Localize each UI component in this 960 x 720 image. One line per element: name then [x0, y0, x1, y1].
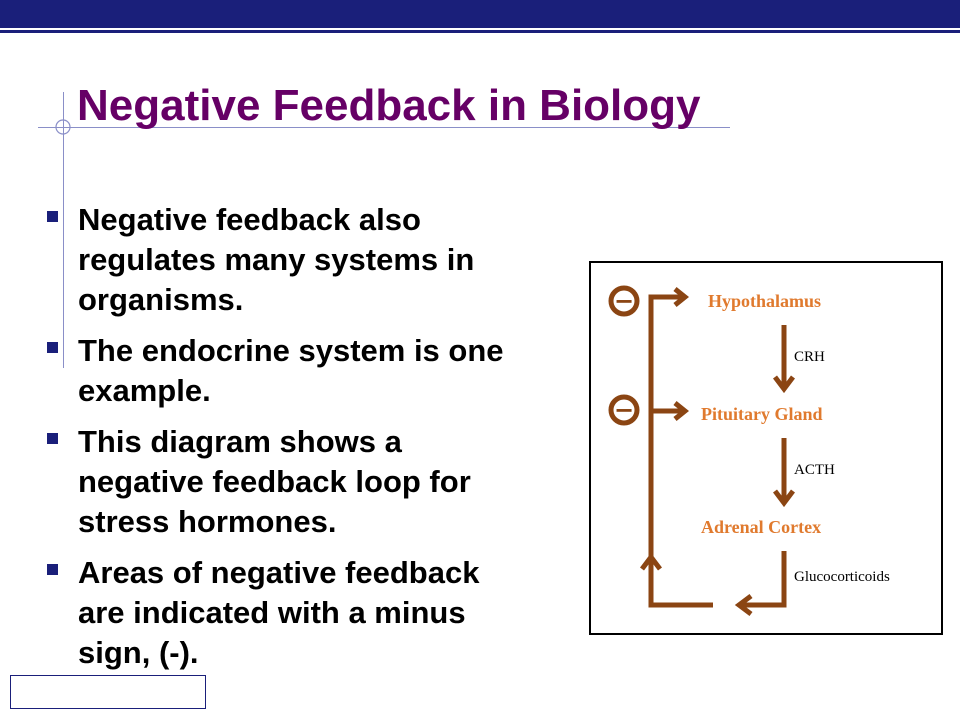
inhibition-symbol: − [608, 285, 640, 317]
title-guide-horizontal [38, 127, 730, 128]
arrow-crh-head [773, 375, 795, 394]
square-bullet-icon [47, 564, 58, 575]
square-bullet-icon [47, 211, 58, 222]
bullet-list: Negative feedback also regulates many sy… [45, 200, 525, 684]
organ-label-adrenal: Adrenal Cortex [701, 517, 821, 537]
svg-text:−: − [614, 287, 634, 315]
bullet-item: Areas of negative feedback are indicated… [45, 553, 525, 673]
feedback-loop-line [648, 294, 713, 608]
header-band [0, 0, 960, 28]
arrow-to-hypothalamus [673, 287, 690, 307]
footer-box [10, 675, 206, 709]
title-guide-vertical [63, 92, 64, 368]
arrow-glucocorticoids [741, 551, 787, 608]
header-rule [0, 30, 960, 33]
crosshair-icon [55, 119, 71, 135]
feedback-diagram: − − Hypothalamus Pituitary Gland Adrenal… [589, 261, 943, 635]
bullet-item: Negative feedback also regulates many sy… [45, 200, 525, 320]
hormone-label-glucocorticoids: Glucocorticoids [794, 569, 890, 585]
bullet-text: This diagram shows a negative feedback l… [78, 424, 471, 539]
arrow-up-to-loop-head [640, 552, 662, 571]
square-bullet-icon [47, 342, 58, 353]
bullet-text: Negative feedback also regulates many sy… [78, 202, 475, 317]
arrow-acth-head [773, 489, 795, 508]
header-bar [0, 0, 960, 34]
inhibition-symbol: − [608, 394, 640, 426]
hormone-label-acth: ACTH [794, 462, 835, 478]
feedback-diagram-svg: − − Hypothalamus Pituitary Gland Adrenal… [608, 285, 890, 616]
bullet-text: Areas of negative feedback are indicated… [78, 555, 480, 670]
organ-label-pituitary: Pituitary Gland [701, 404, 823, 424]
bullet-text: The endocrine system is one example. [78, 333, 504, 408]
hormone-label-crh: CRH [794, 349, 825, 365]
arrow-glucocorticoids-head [734, 594, 753, 616]
slide-title: Negative Feedback in Biology [77, 81, 701, 130]
arrow-to-pituitary [673, 401, 690, 421]
svg-text:−: − [614, 396, 634, 424]
square-bullet-icon [47, 433, 58, 444]
organ-label-hypothalamus: Hypothalamus [708, 291, 821, 311]
bullet-item: This diagram shows a negative feedback l… [45, 422, 525, 542]
bullet-item: The endocrine system is one example. [45, 331, 525, 411]
